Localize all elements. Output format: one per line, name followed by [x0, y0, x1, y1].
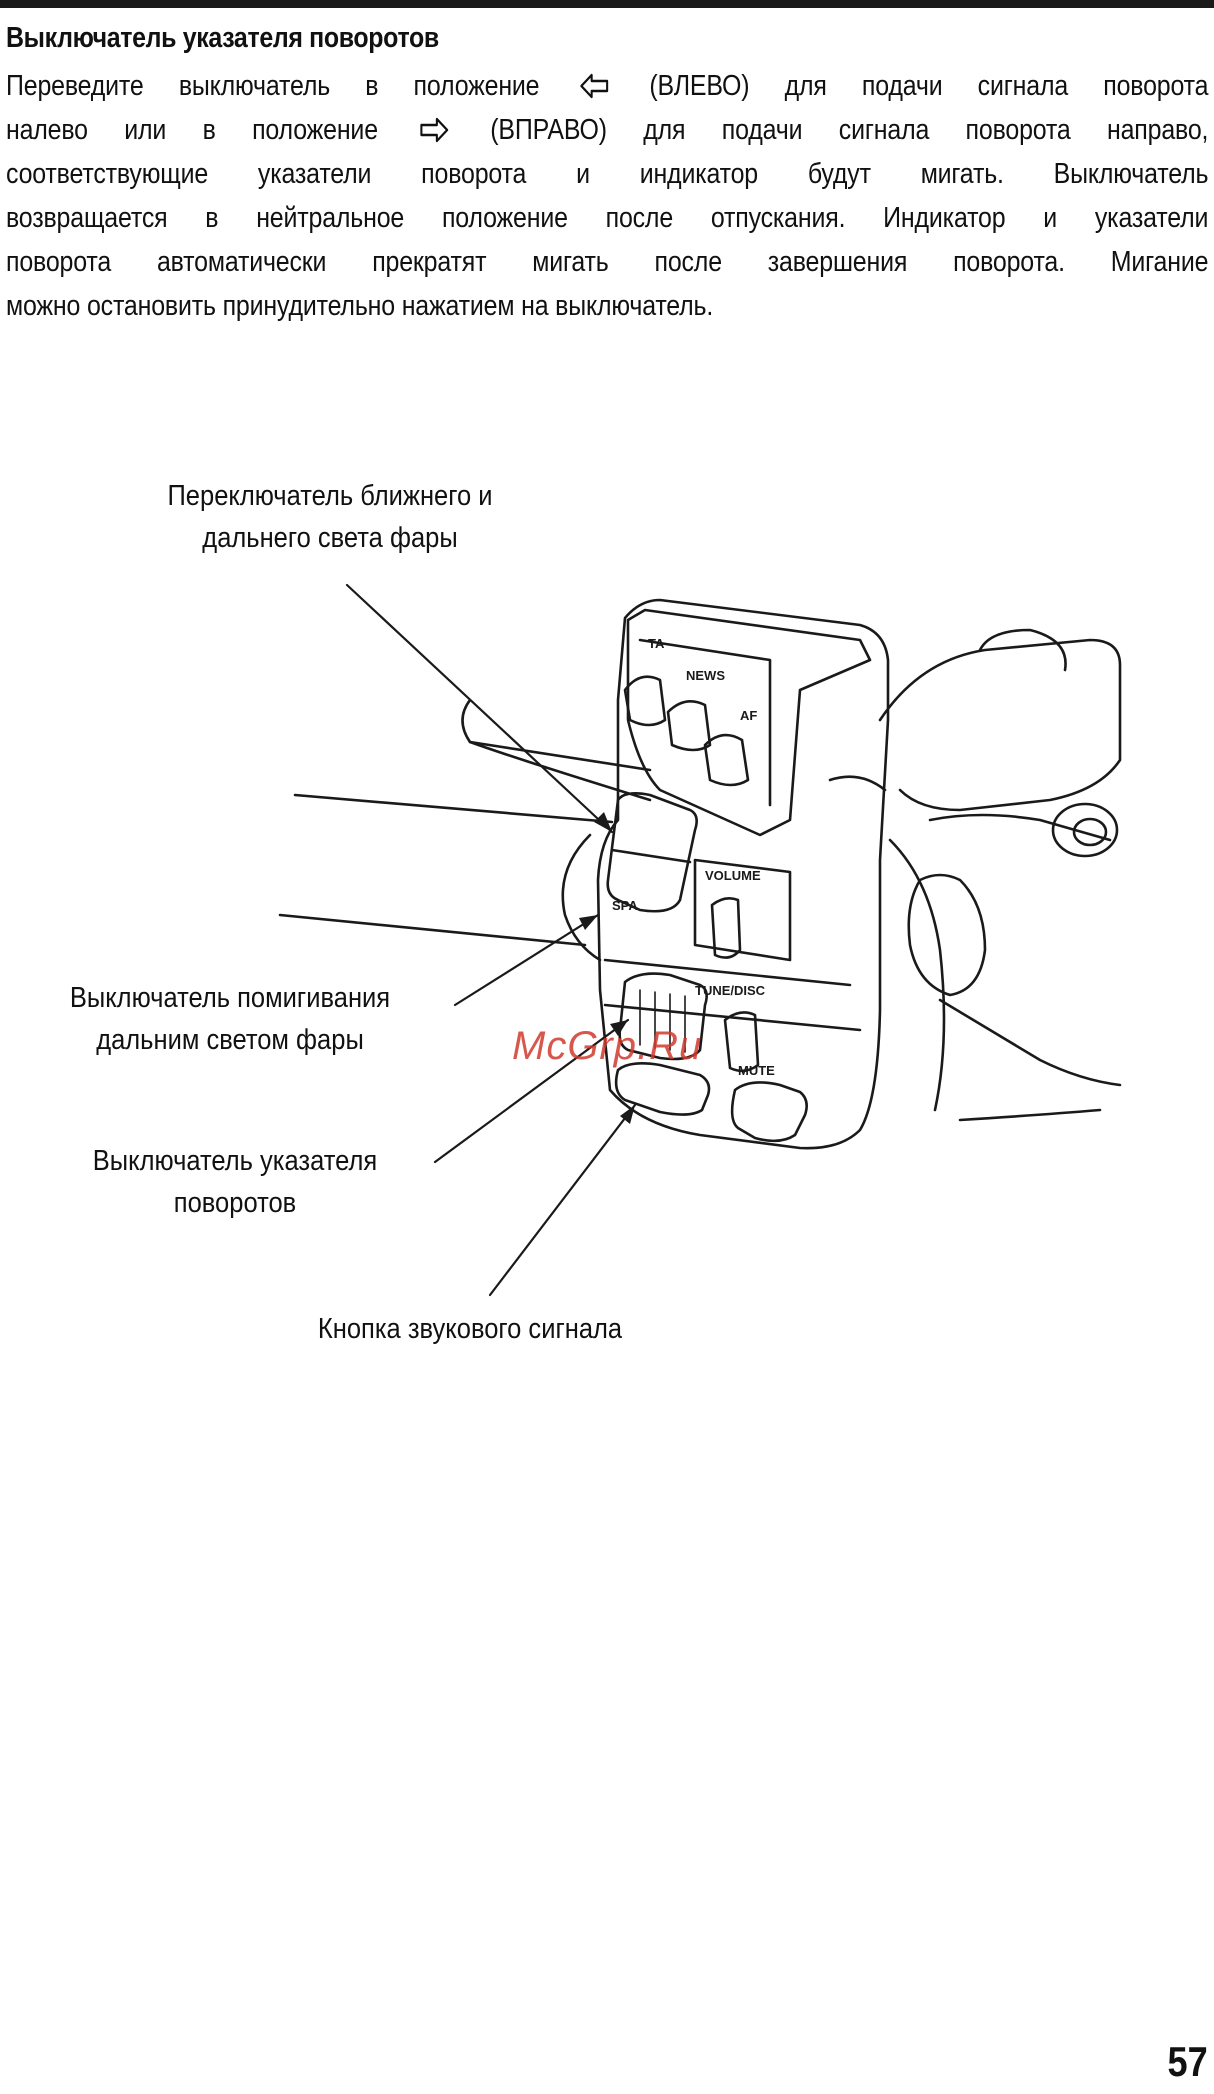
grip-end — [561, 833, 602, 962]
ta-switch — [623, 675, 667, 727]
leader-passing — [453, 913, 600, 1007]
ta-label: TA — [648, 636, 665, 651]
paragraph-line-4: возвращается в нейтральное положение пос… — [6, 202, 1209, 234]
left-arrow-icon — [580, 73, 609, 99]
horn-callout: Кнопка звукового сигнала — [317, 1313, 623, 1345]
housing-seam — [828, 775, 887, 792]
leader-dimmer — [345, 583, 614, 834]
switch-housing — [596, 598, 890, 1150]
af-label: AF — [740, 708, 757, 723]
grip-line-bottom — [278, 913, 587, 947]
paragraph-line-2: налево или в положение (ВПРАВО) для пода… — [6, 114, 1209, 146]
dimmer-divider — [610, 848, 692, 864]
news-switch — [666, 700, 712, 752]
lower-divider-2 — [603, 1003, 862, 1032]
paragraph-line-6: можно остановить принудительно нажатием … — [6, 290, 714, 322]
volume-label: VOLUME — [705, 868, 761, 883]
right-arrow-icon — [420, 117, 449, 143]
master-cylinder — [878, 638, 1122, 812]
volume-panel — [693, 858, 792, 962]
af-switch — [703, 733, 750, 787]
audio-pod-face — [638, 638, 772, 807]
tune-disc-label: TUNE/DISC — [695, 983, 766, 998]
lever-top — [461, 698, 652, 772]
lower-divider — [603, 958, 852, 987]
bolt-inner — [1072, 817, 1108, 847]
horn-button — [614, 1062, 711, 1116]
dimmer-switch — [606, 792, 698, 913]
rear-knob — [907, 873, 987, 997]
leader-turn-signal — [433, 1018, 630, 1164]
housing-right-edge — [888, 838, 946, 1112]
reservoir-cap — [978, 628, 1067, 672]
lower-bar-line-2 — [958, 1108, 1102, 1122]
turn-signal-ridges — [639, 989, 686, 1053]
paragraph-line-1: Переведите выключатель в положение (ВЛЕВ… — [6, 70, 1209, 102]
tune-rocker — [723, 1011, 760, 1073]
bolt-outer — [1051, 802, 1119, 858]
top-rule — [0, 0, 1214, 8]
lever-bottom — [468, 740, 652, 802]
turn-signal-switch — [618, 972, 708, 1061]
lower-bar-line — [938, 998, 1122, 1087]
arrowhead-horn — [620, 1105, 635, 1124]
watermark: McGrp.Ru — [512, 1024, 703, 1068]
arrowhead-passing — [579, 915, 598, 930]
body-paragraph: Переведите выключатель в положение (ВЛЕВ… — [6, 64, 1208, 328]
paragraph-line-5: поворота автоматически прекратят мигать … — [6, 246, 1209, 278]
arrowhead-dimmer — [594, 812, 612, 832]
mute-button — [730, 1081, 808, 1143]
spa-label: SPA — [612, 898, 638, 913]
audio-pod — [626, 608, 872, 837]
paragraph-line-3: соответствующие указатели поворота и инд… — [6, 158, 1209, 190]
news-label: NEWS — [686, 668, 725, 683]
arrowhead-turn-signal — [610, 1020, 628, 1036]
bar-clamp — [928, 813, 1112, 842]
grip-line-top — [293, 793, 614, 824]
volume-rocker — [710, 897, 742, 959]
page-number: 57 — [1167, 2038, 1208, 2085]
section-title: Выключатель указателя поворотов — [6, 22, 439, 54]
leader-horn — [488, 1103, 637, 1297]
mute-label: MUTE — [738, 1063, 775, 1078]
